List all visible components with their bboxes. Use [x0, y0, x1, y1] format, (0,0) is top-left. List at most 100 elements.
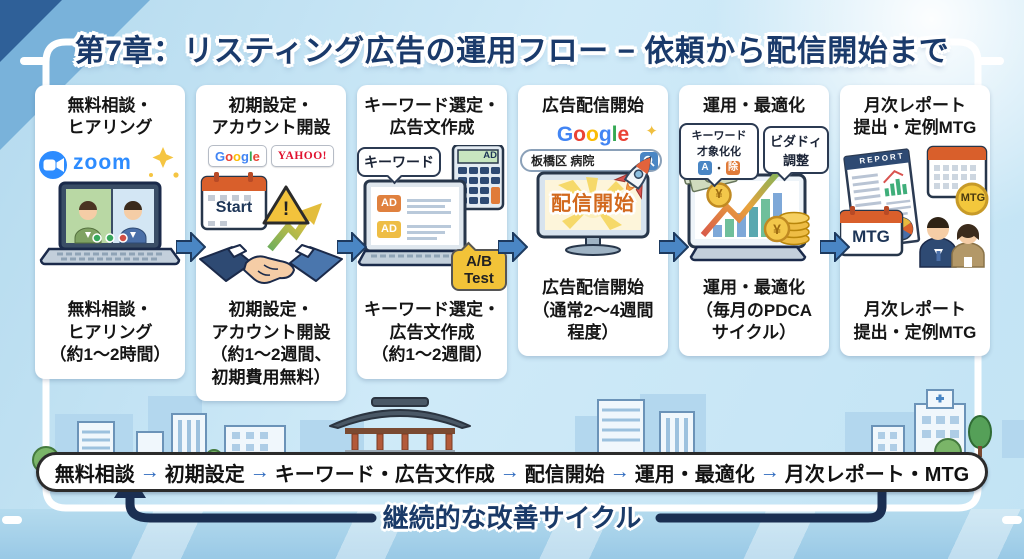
arrow-separator: →: [249, 460, 270, 483]
step-header: 月次レポート 提出・定例MTG: [853, 96, 977, 138]
bar-chart-icon: [713, 193, 782, 238]
step-card-setup: 初期設定・ アカウント開設 Google YAHOO!: [196, 85, 346, 401]
dot-separator: ・: [714, 164, 724, 176]
summary-flow-bar: 無料相談 → 初期設定 → キーワード・広告文作成 → 配信開始 → 運用・最適…: [36, 452, 988, 492]
step-header: 広告配信開始: [542, 96, 644, 115]
person-man: [919, 217, 957, 268]
step-footer: 広告配信開始 （通常2〜4週間 程度）: [532, 278, 654, 342]
step-card-optimization: 運用・最適化: [679, 85, 829, 357]
keyword-adcopy-illustration: キーワード AD AD AD A/B Test: [357, 145, 507, 295]
keyword-optimization-bubble: キーワード 才象化化 A ・ 除: [679, 123, 759, 188]
step-footer: 初期設定・ アカウント開設 （約1〜2週間、 初期費用無料）: [210, 300, 332, 387]
optimization-illustration: キーワード 才象化化 A ・ 除 ビダドィ 調整 ¥ ¥: [679, 123, 829, 273]
flow-arrow-icon: [337, 232, 367, 262]
growth-arrow-icon: [700, 167, 784, 238]
sparkle-icon: ✦: [645, 123, 658, 141]
a-badge: A: [698, 160, 712, 175]
google-logo: Google: [556, 123, 630, 147]
monitor-rocket-icon: [536, 156, 652, 257]
edge-dash: [978, 57, 1004, 65]
edge-dash: [20, 57, 46, 65]
flow-steps-row: 無料相談・ ヒアリング: [35, 85, 990, 401]
step-header: 運用・最適化: [703, 96, 805, 115]
keyword-opt-text: キーワード 才象化化: [691, 130, 747, 159]
arrow-separator: →: [609, 460, 630, 483]
bid-adjust-bubble: ビダドィ 調整: [763, 126, 829, 182]
temple-roof-illustration: [329, 397, 471, 455]
summary-item: キーワード・広告文作成: [274, 463, 495, 486]
sparkle-icon: [152, 147, 174, 169]
calculator-display: AD: [483, 150, 497, 162]
yen-coin-icon: [706, 182, 732, 208]
flow-arrow-icon: [176, 232, 206, 262]
step-card-launch: 広告配信開始 Google ✦ 板橋区 病院: [518, 85, 668, 357]
zoom-call-illustration: zoom: [35, 145, 185, 295]
arrow-separator: →: [759, 460, 780, 483]
edge-dash: [1002, 516, 1022, 524]
report-calendar-people-icon: [840, 145, 989, 268]
summary-item: 初期設定: [164, 463, 245, 486]
step-header: 初期設定・ アカウント開設: [211, 96, 331, 138]
mtg-badge-label: MTG: [960, 192, 986, 205]
person-woman: [951, 224, 985, 268]
search-bar: 板橋区 病院: [520, 149, 662, 173]
google-badge: Google: [207, 145, 267, 168]
cycle-label: 継続的な改善サイクル: [382, 503, 642, 533]
summary-item: 運用・最適化: [634, 463, 755, 486]
step-footer: キーワード選定・ 広告文作成 （約1〜2週間）: [364, 300, 500, 365]
calendar-start-label: Start: [215, 199, 253, 217]
yahoo-logo: YAHOO!: [277, 150, 328, 163]
mtg-badge-circle: [955, 182, 989, 216]
hospital-cross-icon: [936, 394, 944, 403]
ad-chip: AD: [377, 195, 401, 213]
step-footer: 運用・最適化 （毎月のPDCA サイクル）: [695, 278, 813, 342]
google-logo: Google: [214, 148, 260, 164]
summary-item: 無料相談: [54, 463, 135, 486]
calendar-start-icon: [200, 172, 268, 231]
warning-triangle-icon: [262, 185, 310, 225]
bid-adjust-text: ビダドィ 調整: [769, 134, 822, 169]
page-title: 第7章：リスティング広告の運用フロー − 依頼から配信開始まで: [74, 35, 950, 68]
keyword-speech-bubble: キーワード: [357, 147, 441, 185]
launch-banner: 配信開始: [551, 193, 635, 216]
flow-arrow-icon: [498, 232, 528, 262]
step-card-keywords: キーワード選定・ 広告文作成: [357, 85, 507, 379]
yen-symbol: ¥: [715, 186, 723, 202]
handshake-icon: [199, 244, 343, 285]
warning-mark: !: [282, 199, 290, 221]
yen-symbol: ¥: [773, 221, 781, 238]
handshake-calendar-icon: [199, 172, 343, 285]
calendar-icon-bottom: [840, 206, 904, 257]
ab-test-bubble: A/B Test: [451, 241, 507, 292]
yahoo-badge: YAHOO!: [270, 145, 335, 168]
step-header: キーワード選定・ 広告文作成: [364, 96, 500, 138]
rocket-icon: [613, 156, 652, 200]
person-left: [74, 201, 102, 244]
setup-illustration: Google YAHOO!: [196, 145, 346, 295]
flow-arrow-icon: [659, 232, 689, 262]
flow-arrow-icon: [820, 232, 850, 262]
growth-arrow-icon: [267, 215, 311, 252]
video-camera-icon: [43, 159, 56, 171]
launch-illustration: Google ✦ 板橋区 病院: [518, 123, 668, 273]
mtg-calendar-label: MTG: [852, 227, 890, 247]
edge-dash: [2, 516, 22, 524]
search-query: 板橋区 病院: [531, 154, 595, 169]
summary-item: 配信開始: [524, 463, 605, 486]
report-mtg-illustration: REPORT MTG MTG: [840, 145, 990, 295]
laptop-video-call-icon: [37, 147, 181, 266]
keyword-bubble-text: キーワード: [364, 154, 434, 171]
summary-item: 月次レポート・MTG: [784, 463, 970, 486]
step-footer: 無料相談・ ヒアリング （約1〜2時間）: [49, 300, 171, 365]
remove-badge: 除: [726, 160, 740, 175]
arrow-separator: →: [499, 460, 520, 483]
coin-stack-icon: [763, 211, 810, 246]
step-card-report: 月次レポート 提出・定例MTG: [840, 85, 990, 357]
step-header: 無料相談・ ヒアリング: [67, 96, 153, 138]
step-footer: 月次レポート 提出・定例MTG: [853, 300, 977, 342]
ad-chip: AD: [377, 221, 401, 239]
platform-badges: Google YAHOO!: [196, 145, 346, 168]
ab-test-text: A/B Test: [464, 253, 494, 288]
arrow-separator: →: [139, 460, 160, 483]
zoom-logo: zoom: [73, 151, 132, 175]
